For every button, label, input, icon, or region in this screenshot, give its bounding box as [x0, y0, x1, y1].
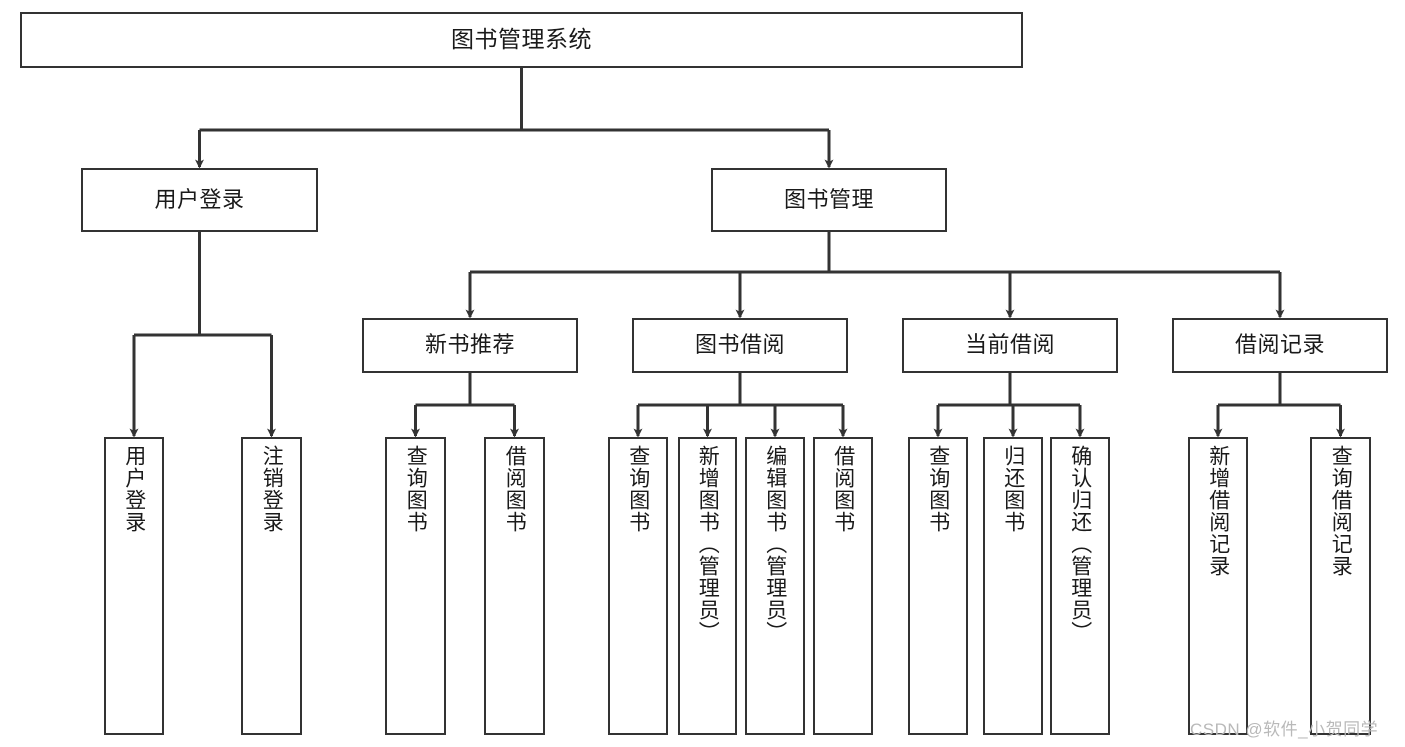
- node-label-leaf-query-book-current: 查询图书: [926, 445, 950, 533]
- connector-paths: [129, 68, 1345, 438]
- node-leaf-user-login[interactable]: 用户登录: [104, 437, 164, 735]
- node-leaf-borrow-book-new[interactable]: 借阅图书: [484, 437, 545, 735]
- node-label-leaf-edit-book-admin: 编辑图书（管理员）: [763, 445, 787, 643]
- node-leaf-query-book-borrow[interactable]: 查询图书: [608, 437, 668, 735]
- node-label-book-borrow: 图书借阅: [694, 332, 785, 358]
- node-root-system[interactable]: 图书管理系统: [20, 12, 1023, 68]
- node-label-borrow-record: 借阅记录: [1234, 332, 1325, 358]
- node-book-borrow[interactable]: 图书借阅: [632, 318, 848, 373]
- node-leaf-return-book[interactable]: 归还图书: [983, 437, 1043, 735]
- node-leaf-query-book-current[interactable]: 查询图书: [908, 437, 968, 735]
- node-label-leaf-user-login: 用户登录: [122, 445, 146, 533]
- node-new-book-recommend[interactable]: 新书推荐: [362, 318, 578, 373]
- node-label-leaf-query-borrow-record: 查询借阅记录: [1329, 445, 1353, 577]
- node-leaf-confirm-return-admin[interactable]: 确认归还（管理员）: [1050, 437, 1110, 735]
- node-current-borrow[interactable]: 当前借阅: [902, 318, 1118, 373]
- node-label-leaf-query-book-new: 查询图书: [404, 445, 428, 533]
- node-label-leaf-borrow-book: 借阅图书: [831, 445, 855, 533]
- node-label-leaf-query-book-borrow: 查询图书: [626, 445, 650, 533]
- node-label-leaf-return-book: 归还图书: [1001, 445, 1025, 533]
- node-leaf-borrow-book[interactable]: 借阅图书: [813, 437, 873, 735]
- node-book-management[interactable]: 图书管理: [711, 168, 947, 232]
- node-leaf-add-book-admin[interactable]: 新增图书（管理员）: [678, 437, 737, 735]
- node-label-leaf-add-book-admin: 新增图书（管理员）: [696, 445, 720, 643]
- node-leaf-query-borrow-record[interactable]: 查询借阅记录: [1310, 437, 1371, 735]
- node-label-leaf-add-borrow-record: 新增借阅记录: [1206, 445, 1230, 577]
- node-leaf-add-borrow-record[interactable]: 新增借阅记录: [1188, 437, 1248, 735]
- node-leaf-edit-book-admin[interactable]: 编辑图书（管理员）: [745, 437, 805, 735]
- node-label-current-borrow: 当前借阅: [964, 332, 1055, 358]
- node-leaf-query-book-new[interactable]: 查询图书: [385, 437, 446, 735]
- node-user-login[interactable]: 用户登录: [81, 168, 318, 232]
- node-label-book-management: 图书管理: [783, 186, 874, 212]
- node-label-new-book-recommend: 新书推荐: [424, 332, 515, 358]
- node-label-leaf-confirm-return-admin: 确认归还（管理员）: [1068, 445, 1092, 643]
- node-leaf-user-logout[interactable]: 注销登录: [241, 437, 302, 735]
- node-label-user-login: 用户登录: [154, 186, 245, 212]
- node-label-root-system: 图书管理系统: [451, 26, 592, 53]
- node-borrow-record[interactable]: 借阅记录: [1172, 318, 1388, 373]
- node-label-leaf-user-logout: 注销登录: [260, 445, 284, 533]
- node-label-leaf-borrow-book-new: 借阅图书: [503, 445, 527, 533]
